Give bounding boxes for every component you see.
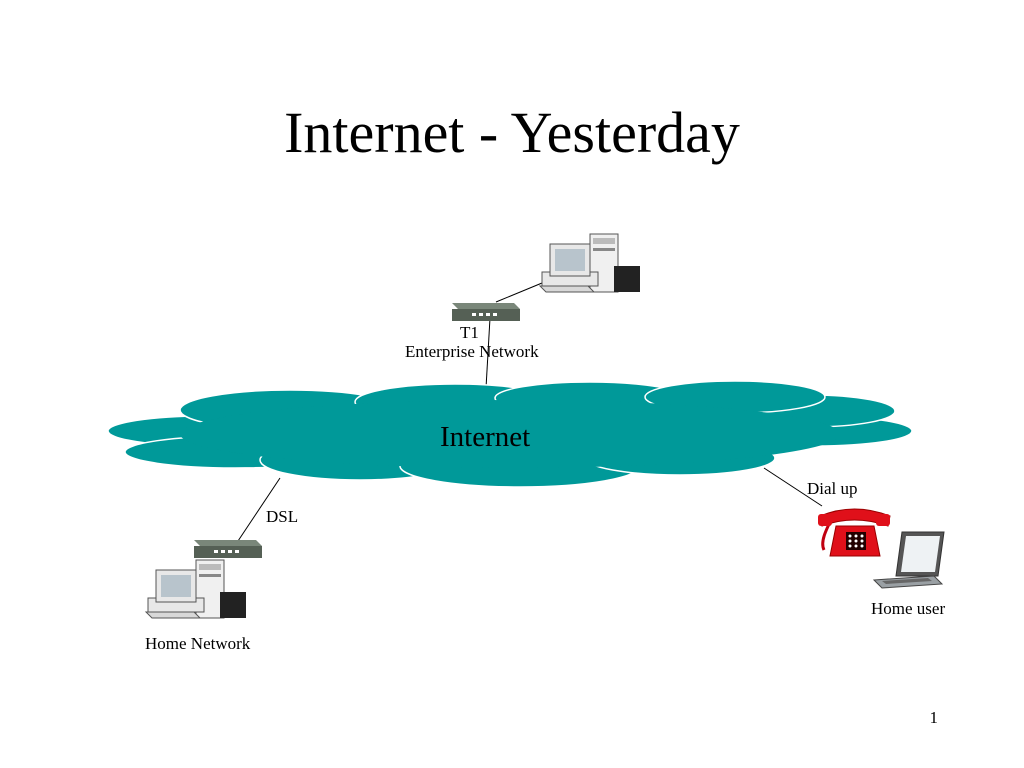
home-user-label: Home user [871, 599, 946, 618]
internet-cloud [107, 380, 913, 488]
home-network-switch-icon [194, 540, 262, 558]
dsl-link-label: DSL [266, 507, 299, 526]
home-network-label: Home Network [145, 634, 251, 653]
home-desktop-computer-icon [144, 559, 246, 619]
page-number: 1 [929, 708, 939, 727]
internet-cloud-label: Internet [440, 421, 531, 453]
t1-link-label: T1 [460, 323, 479, 342]
t1-link-line [485, 317, 491, 389]
laptop-icon [872, 531, 945, 589]
telephone-icon [818, 508, 891, 557]
dialup-link-line [763, 467, 823, 507]
enterprise-network-switch-icon [452, 303, 520, 321]
slide-title: Internet - Yesterday [284, 100, 740, 165]
dialup-link-label: Dial up [807, 479, 858, 498]
pc-to-switch-line [495, 282, 543, 303]
enterprise-desktop-computer-icon [538, 233, 640, 293]
dsl-link-line [235, 477, 281, 545]
enterprise-network-label: Enterprise Network [405, 342, 539, 361]
